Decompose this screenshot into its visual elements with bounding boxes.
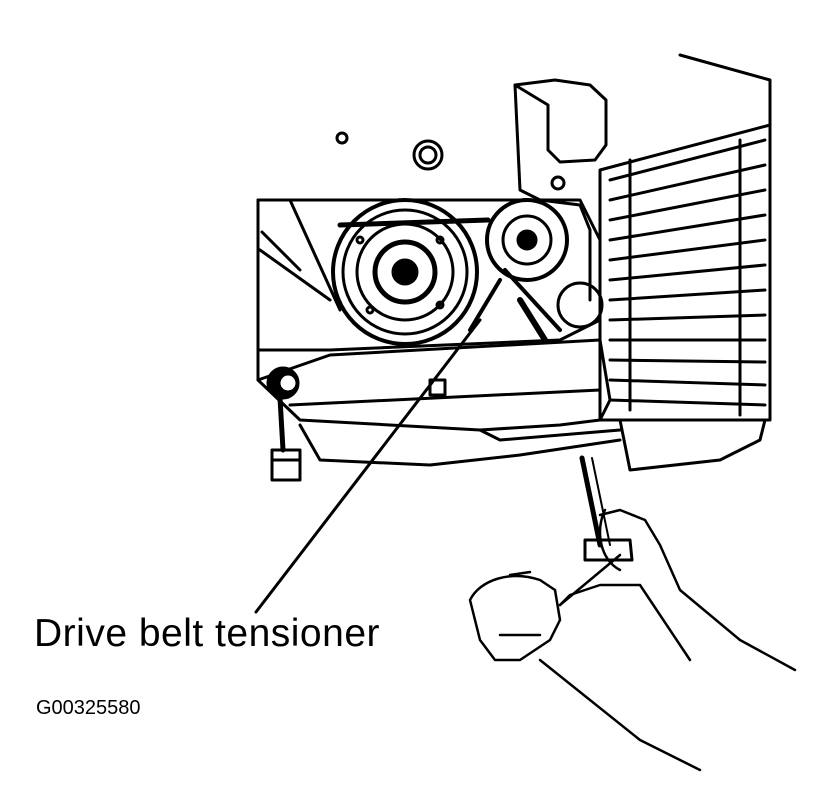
engine-mount <box>266 366 302 482</box>
radiator-housing <box>513 53 772 472</box>
tensioner-pulley <box>485 198 569 282</box>
drive-belt <box>337 217 604 343</box>
hands-illustration <box>468 508 797 772</box>
engine-block-details <box>335 131 444 171</box>
wrench <box>579 455 634 562</box>
callout-leader-line <box>254 318 482 614</box>
figure-id: G00325580 <box>36 697 141 719</box>
oil-pan <box>256 338 622 467</box>
engine-front-cover <box>256 198 602 382</box>
drive-belt-tensioner-label: Drive belt tensioner <box>34 612 380 655</box>
